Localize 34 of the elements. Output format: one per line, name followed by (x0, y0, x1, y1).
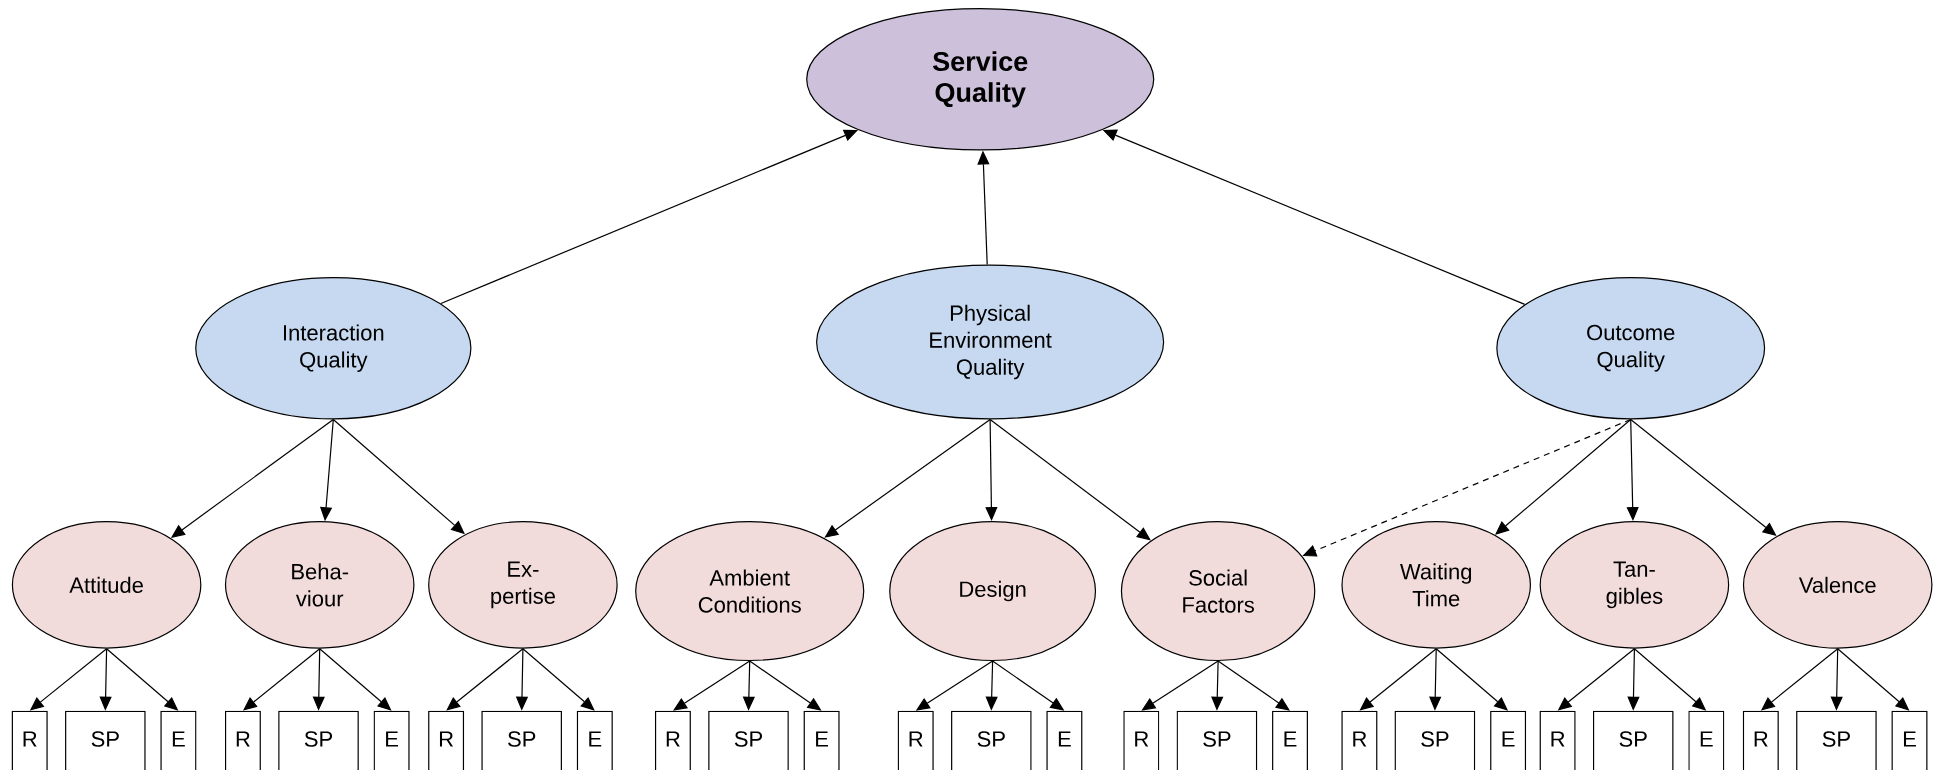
arrow (1217, 660, 1290, 711)
indicator-box: R (1123, 710, 1160, 770)
indicator-box: E (1490, 710, 1527, 770)
arrow (446, 648, 524, 711)
indicator-box: R (11, 710, 48, 770)
indicator-box: E (576, 710, 613, 770)
indicator-box: E (1891, 710, 1928, 770)
arrow (319, 648, 392, 711)
indicator-box: E (373, 710, 410, 770)
indicator-box: SP (1176, 710, 1258, 770)
indicator-box: R (1341, 710, 1378, 770)
indicator-box: SP (65, 710, 146, 770)
indicator-box: SP (481, 710, 562, 770)
indicator-box: R (897, 710, 934, 770)
indicator-box: E (1688, 710, 1725, 770)
indicator-box: R (1742, 710, 1779, 770)
indicator-box: R (428, 710, 465, 770)
indicator-box: E (160, 710, 197, 770)
indicator-box: SP (1592, 710, 1674, 770)
indicator-box: SP (1796, 710, 1877, 770)
indicator-box: E (803, 710, 840, 770)
arrow (522, 648, 595, 711)
indicator-box: R (654, 710, 691, 770)
indicator-box: E (1046, 710, 1083, 770)
indicator-box: SP (1394, 710, 1476, 770)
indicator-box: SP (708, 710, 789, 770)
arrow (1495, 418, 1632, 535)
indicator-box: E (1272, 710, 1308, 770)
arrow (989, 418, 1151, 541)
indicator-box: R (224, 710, 261, 770)
indicator-box: R (1539, 710, 1576, 770)
indicator-box: SP (278, 710, 359, 770)
indicator-box: SP (951, 710, 1032, 770)
arrow (824, 418, 991, 538)
